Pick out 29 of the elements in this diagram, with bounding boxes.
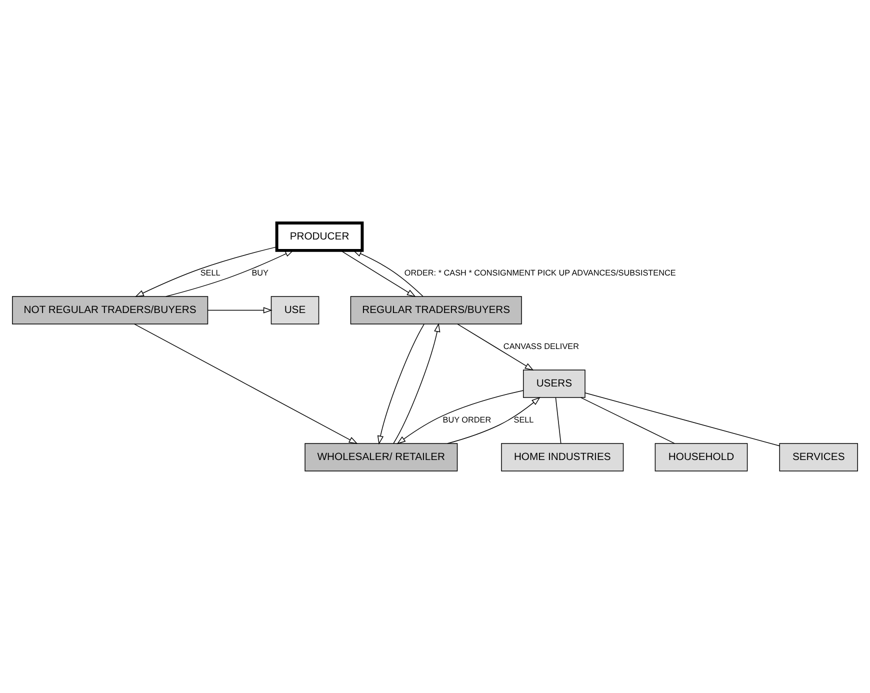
arrow — [377, 323, 424, 444]
arrow — [396, 390, 524, 444]
node-box: NOT REGULAR TRADERS/BUYERS — [12, 296, 208, 324]
edge-label: CANVASS DELIVER — [503, 342, 579, 351]
node-box: SERVICES — [779, 442, 858, 471]
node-box: PRODUCER — [275, 220, 364, 252]
edge-label: ORDER: * CASH * CONSIGNMENT PICK UP ADVANCES/SUBSISTENCE — [404, 268, 676, 278]
node-box: REGULAR TRADERS/BUYERS — [350, 296, 522, 324]
connector — [555, 396, 562, 444]
edge-label: BUY ORDER — [442, 415, 492, 424]
arrow — [457, 323, 534, 370]
edge-label: SELL — [200, 268, 220, 278]
connector — [580, 396, 675, 444]
arrow — [134, 246, 278, 296]
edge-label: SELL — [514, 415, 534, 424]
arrow — [134, 323, 358, 444]
node-box: WHOLESALER/ RETAILER — [304, 442, 458, 471]
node-box: USERS — [523, 369, 586, 398]
arrow — [352, 250, 424, 296]
arrow — [393, 322, 440, 444]
arrow — [340, 250, 416, 297]
edge-label: BUY — [252, 268, 268, 278]
arrow — [166, 250, 294, 296]
node-box: USE — [270, 296, 320, 324]
connector — [584, 392, 780, 446]
node-box: HOUSEHOLD — [654, 442, 748, 471]
arrow — [447, 396, 540, 444]
arrow — [208, 306, 272, 313]
node-box: HOME INDUSTRIES — [501, 442, 624, 471]
